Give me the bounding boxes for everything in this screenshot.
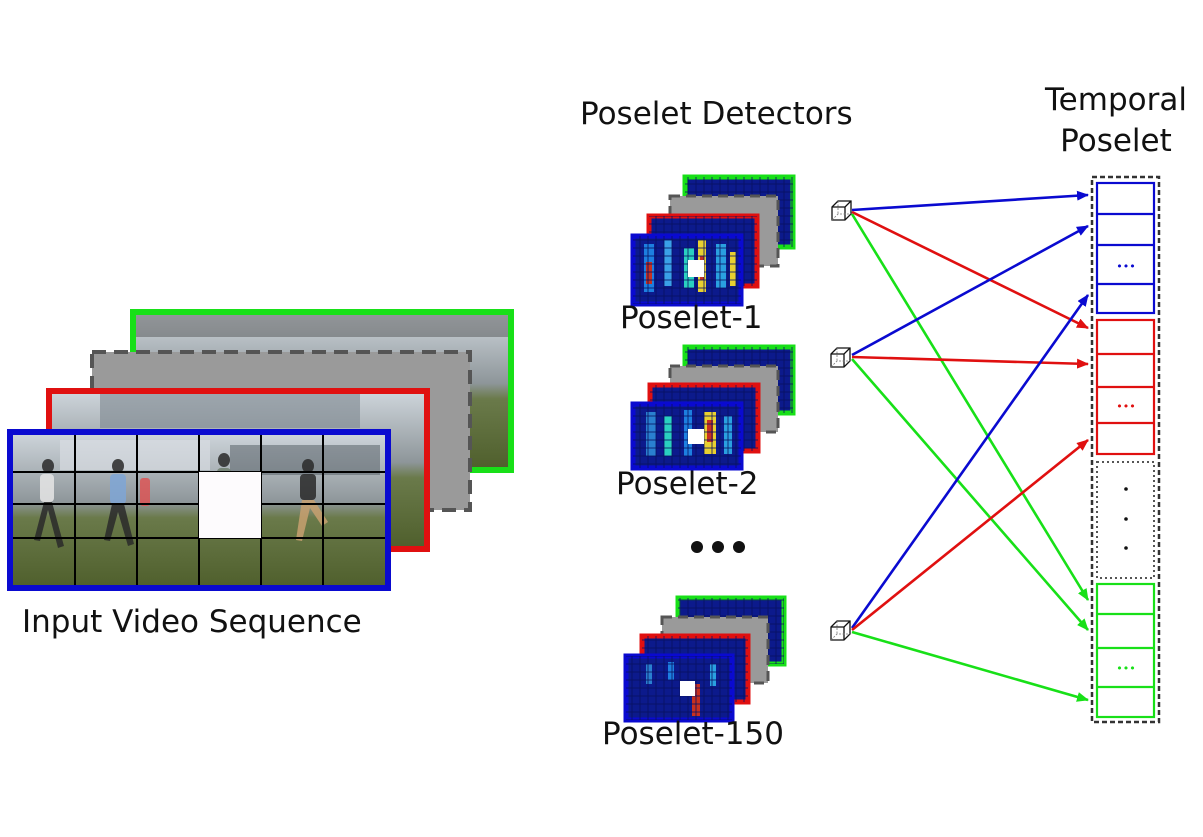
poselet-ellipsis bbox=[691, 541, 745, 553]
arrow-red-2 bbox=[851, 355, 1089, 369]
poselet-2-label: Poselet-2 bbox=[616, 466, 759, 502]
input-video-stack bbox=[7, 309, 514, 591]
arrow-red-3 bbox=[851, 438, 1089, 632]
segment-red-dots: ••• bbox=[1116, 400, 1135, 413]
poselet-1-label: Poselet-1 bbox=[620, 300, 763, 336]
arrow-green-3 bbox=[851, 630, 1089, 702]
poselet-1-heatmap bbox=[630, 233, 744, 307]
arrow-red-1 bbox=[851, 210, 1089, 330]
arrow-blue-2 bbox=[851, 224, 1089, 357]
arrow-green-2 bbox=[851, 358, 1089, 631]
segment-blue-dots: ••• bbox=[1116, 260, 1135, 273]
segment-blue bbox=[1095, 181, 1156, 315]
temporal-poselet-title: Temporal Poselet bbox=[1045, 80, 1187, 162]
vertical-dots bbox=[1124, 487, 1128, 550]
poselet-2-stack bbox=[630, 344, 796, 471]
temporal-title-line2: Poselet bbox=[1060, 123, 1172, 159]
input-video-label: Input Video Sequence bbox=[22, 604, 362, 640]
arrow-blue-1 bbox=[851, 190, 1089, 212]
poselet-150-label: Poselet-150 bbox=[602, 716, 784, 752]
segment-red bbox=[1095, 318, 1156, 456]
temporal-poselet-vector: ••• ••• ••• bbox=[1090, 175, 1161, 724]
cube-icon bbox=[830, 347, 851, 368]
poselet-2-heatmap bbox=[630, 401, 744, 471]
cube-icon bbox=[830, 620, 851, 641]
video-frame-blue bbox=[7, 429, 391, 591]
segment-green-dots: ••• bbox=[1116, 662, 1135, 675]
poselet-1-stack bbox=[630, 174, 796, 307]
poselet-150-heatmap bbox=[623, 653, 735, 723]
poselet-150-stack bbox=[623, 595, 787, 723]
arrow-blue-3 bbox=[850, 294, 1090, 629]
poselet-detectors-title: Poselet Detectors bbox=[580, 96, 853, 132]
connection-arrows bbox=[850, 190, 1090, 702]
cube-icon bbox=[831, 200, 852, 221]
segment-green bbox=[1095, 582, 1156, 719]
temporal-title-line1: Temporal bbox=[1045, 82, 1187, 118]
arrow-green-1 bbox=[850, 213, 1090, 601]
